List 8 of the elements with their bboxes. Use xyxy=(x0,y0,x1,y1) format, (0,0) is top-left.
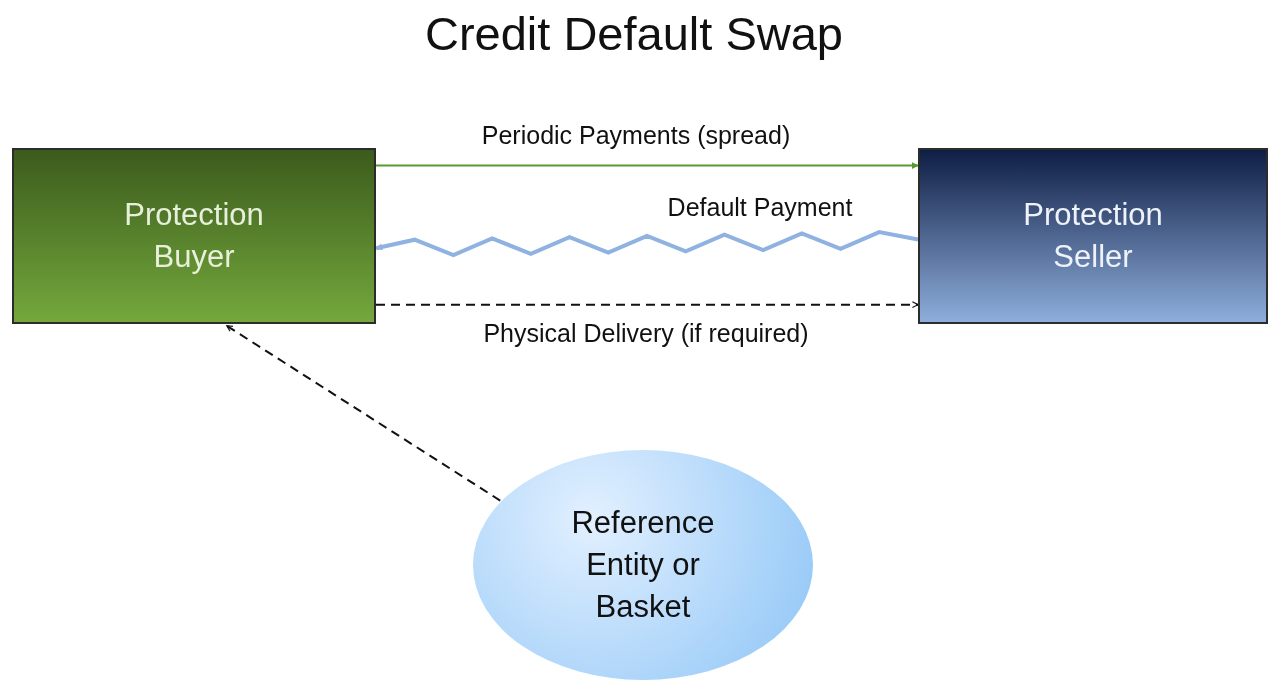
dashed-arrow xyxy=(225,324,502,502)
party-box: Protection Seller xyxy=(918,148,1268,324)
arrow xyxy=(375,162,919,170)
wavy-arrow xyxy=(375,230,919,258)
reference-circle: Reference Entity or Basket xyxy=(473,450,813,680)
party-box: Protection Buyer xyxy=(12,148,376,324)
dashed-arrow xyxy=(375,301,919,308)
diagram-title: Credit Default Swap xyxy=(424,6,844,61)
